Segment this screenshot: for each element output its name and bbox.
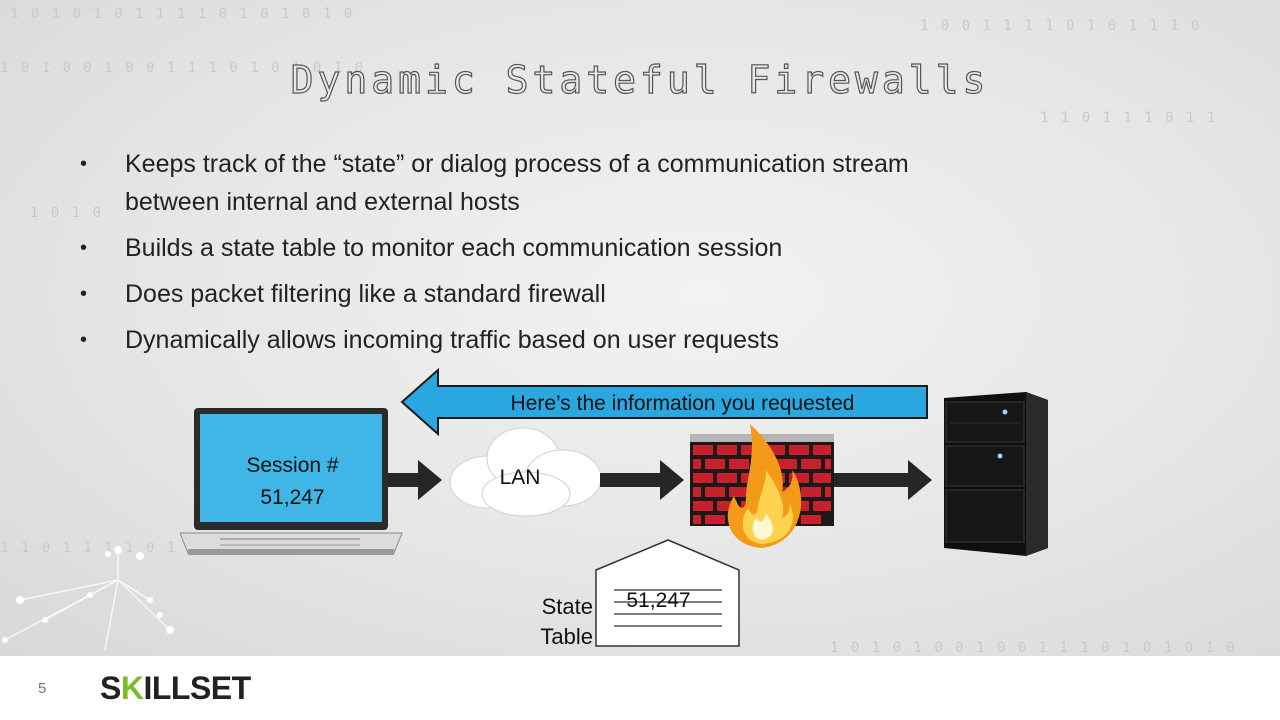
state-label-line: State: [541, 594, 593, 619]
binary-background-text: 1 0 0 1 1 1 1 0 1 0 1 1 1 0: [920, 18, 1202, 34]
firewall-icon: [690, 424, 834, 548]
skillset-logo: SKILLSET: [100, 670, 251, 707]
bullet-item: • Builds a state table to monitor each co…: [80, 229, 980, 267]
logo-text: S: [100, 670, 121, 706]
slide-canvas: 1 0 1 0 1 0 1 1 1 1 0 1 0 1 0 1 0 1 0 1 …: [0, 0, 1280, 656]
bullet-list: • Keeps track of the “state” or dialog pr…: [80, 145, 980, 367]
bullet-item: • Does packet filtering like a standard f…: [80, 275, 980, 313]
bullet-text: Dynamically allows incoming traffic base…: [125, 326, 780, 354]
laptop-session-label: Session # 51,247: [200, 450, 385, 514]
server-icon: [944, 392, 1048, 556]
state-table-label: State Table: [528, 592, 593, 652]
bullet-item: • Keeps track of the “state” or dialog pr…: [80, 145, 980, 221]
bullet-text: Builds a state table to monitor each com…: [125, 234, 783, 262]
binary-background-text: 1 0 1 0: [30, 205, 104, 221]
laptop-icon: [180, 408, 403, 555]
lan-cloud-icon: [449, 427, 602, 517]
bullet-text: Keeps track of the “state” or dialog pro…: [125, 150, 909, 216]
network-nodes-decoration: [2, 546, 174, 651]
slide-title: Dynamic Stateful Firewalls: [290, 57, 990, 102]
binary-background-text: 1 0 1 0 1 0 1 1 1 1 0 1 0 1 0 1 0: [10, 6, 355, 22]
response-arrow: [400, 368, 928, 436]
bullet-marker: •: [80, 329, 88, 351]
state-label-line: Table: [540, 624, 593, 649]
bullet-marker: •: [80, 153, 88, 175]
session-title: Session #: [246, 454, 339, 477]
binary-background-text: 1 0 1 0 1 0 0 1 0 0 1 1 1 0 1 0 1 0 1 0: [830, 640, 1237, 656]
bullet-item: • Dynamically allows incoming traffic bas…: [80, 321, 980, 359]
right-arrow-icon: [388, 460, 442, 500]
lan-label: LAN: [499, 466, 541, 489]
session-number: 51,247: [260, 486, 325, 509]
right-arrow-icon: [600, 460, 684, 500]
binary-background-text: 1 0 1 0 0 1 0 0 1 1 1 0 1 0 1 0 1 0: [0, 60, 366, 76]
slide-footer: 5 SKILLSET: [0, 656, 1280, 720]
logo-check-letter: K: [120, 670, 144, 706]
bullet-marker: •: [80, 283, 88, 305]
bullet-text: Does packet filtering like a standard fi…: [125, 280, 606, 308]
bullet-marker: •: [80, 237, 88, 259]
state-table-entry: 51,247: [626, 589, 691, 612]
state-table-icon: [595, 539, 740, 647]
logo-text: ILLSET: [143, 670, 251, 706]
response-banner-label: Here’s the information you requested: [510, 392, 855, 415]
page-number: 5: [38, 680, 47, 697]
binary-background-text: 1 1 0 1 1 1 0 1 1: [1040, 110, 1218, 126]
right-arrow-icon: [834, 460, 932, 500]
